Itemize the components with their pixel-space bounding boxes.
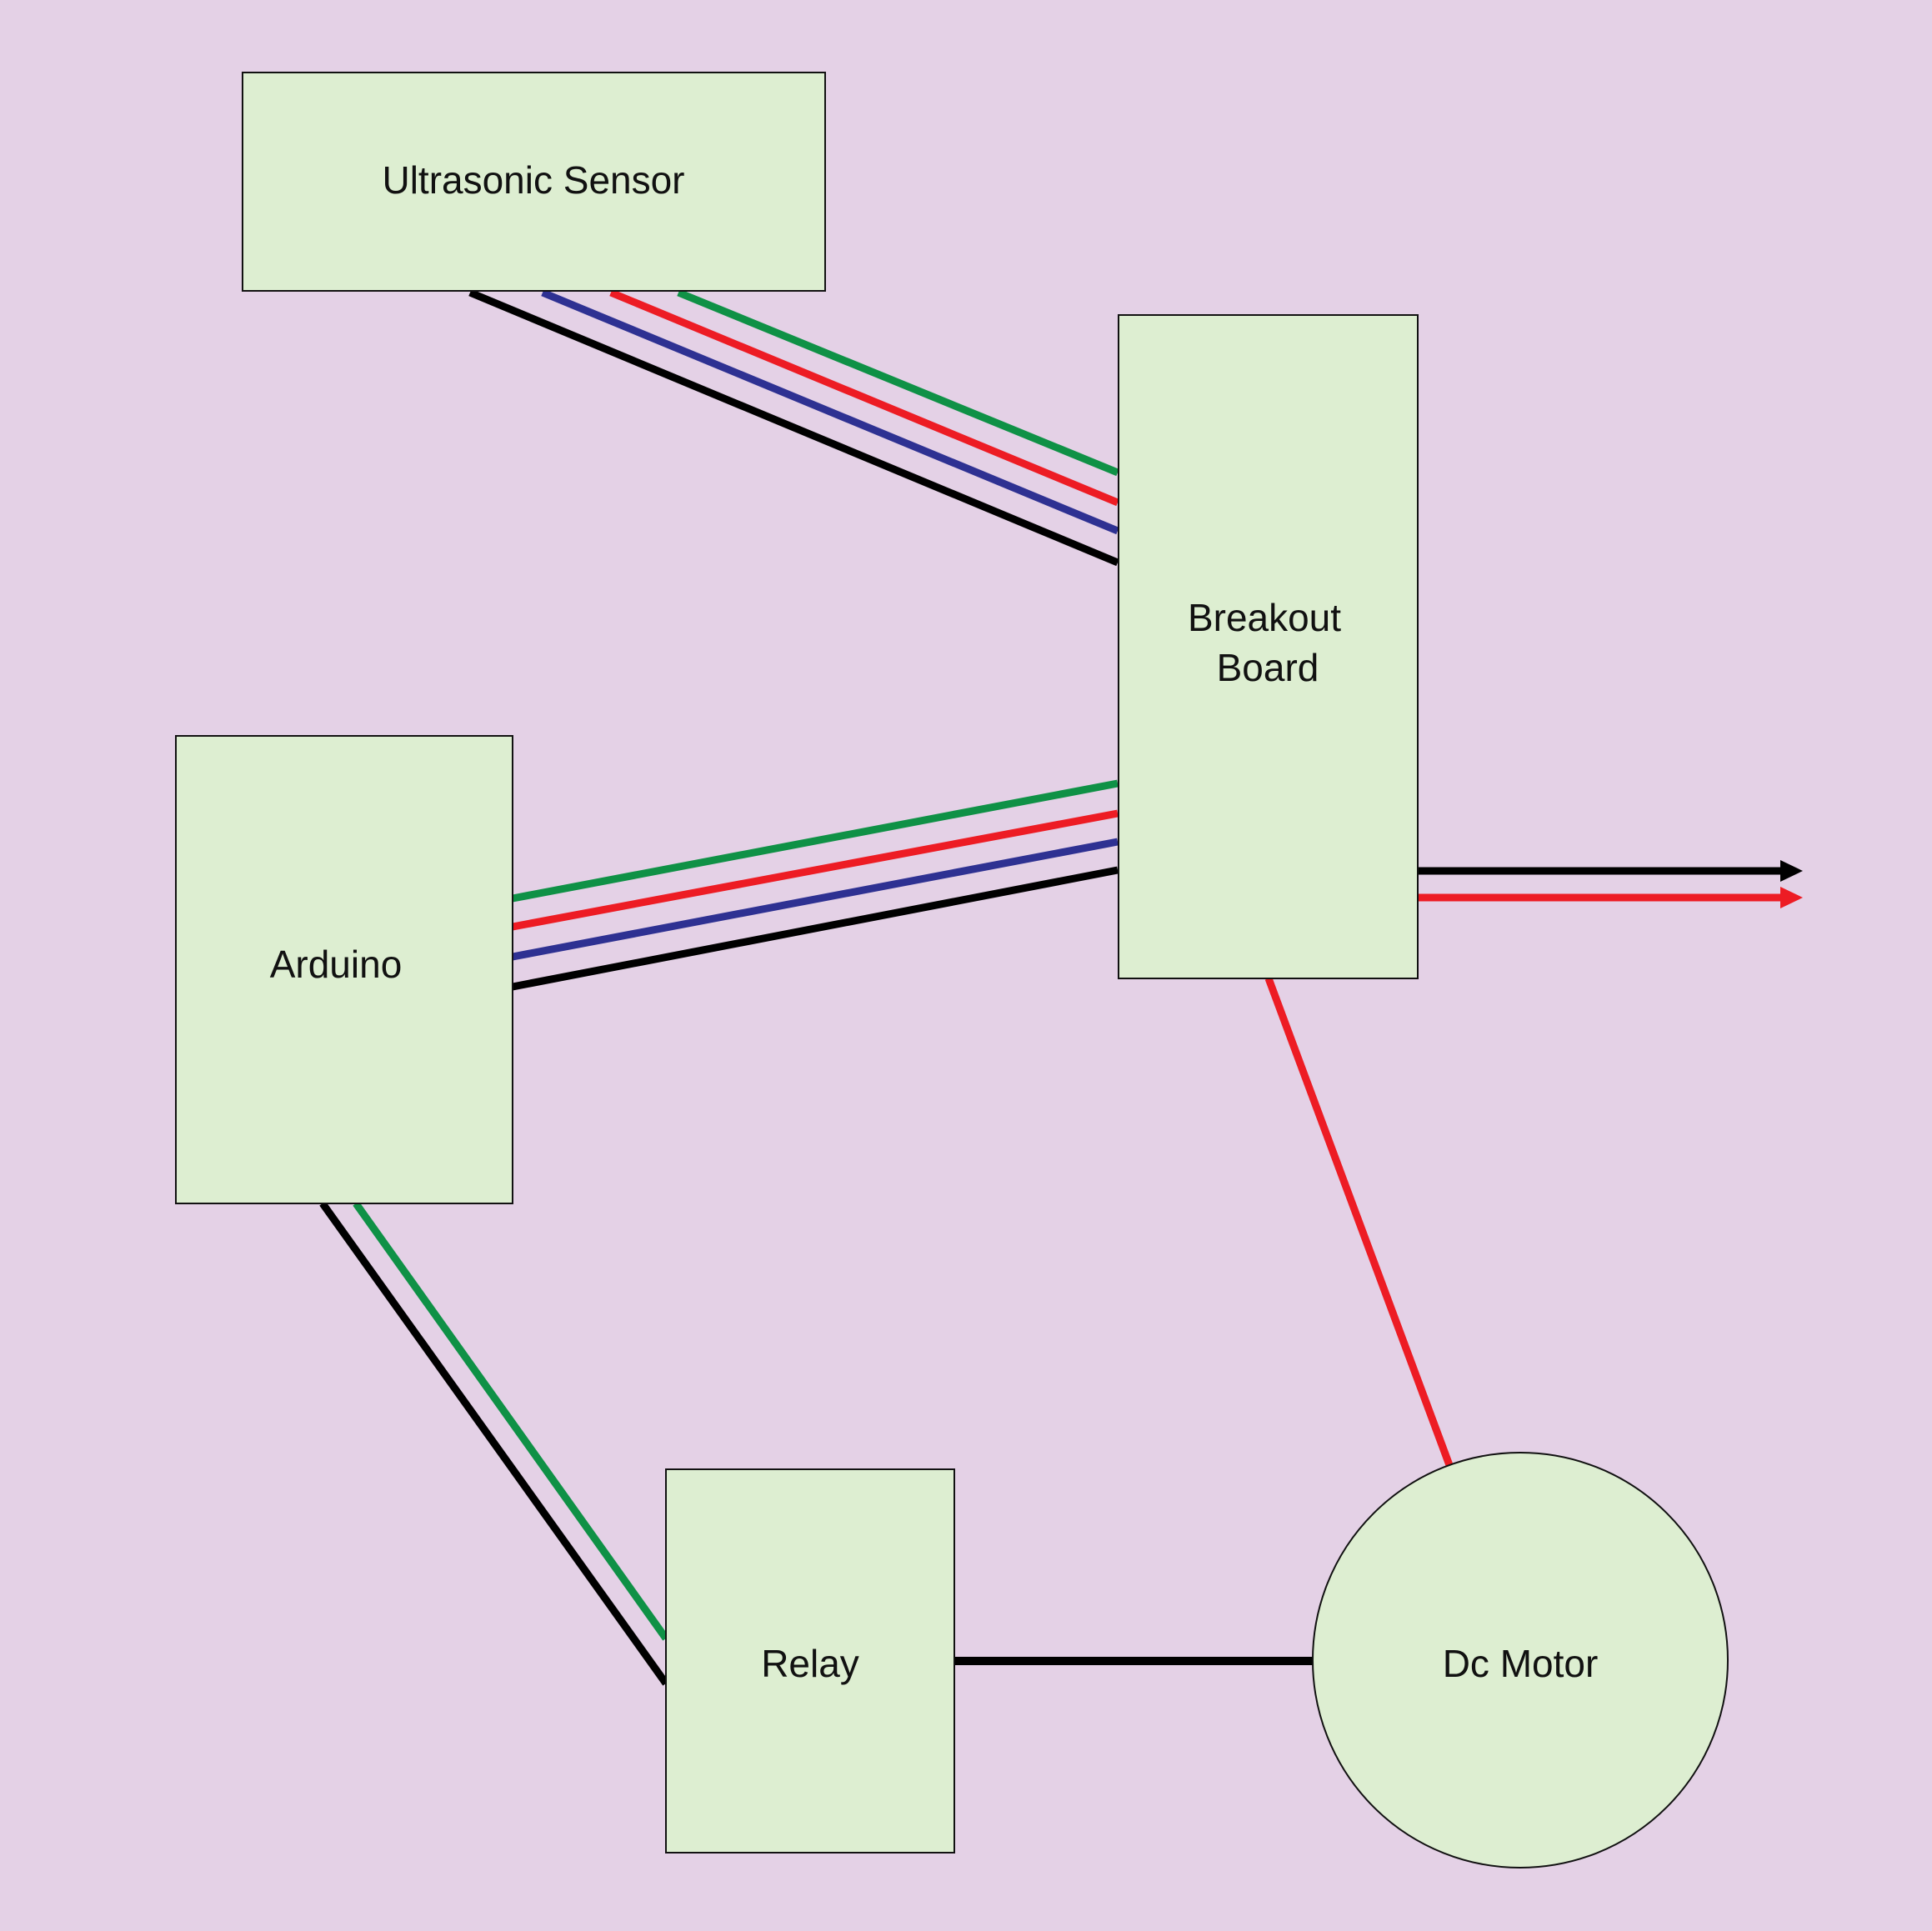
breakout-board-label-line1: Breakout bbox=[1188, 596, 1341, 639]
output-arrows bbox=[1418, 860, 1803, 908]
relay-box bbox=[665, 1468, 955, 1853]
dc-motor-circle bbox=[1312, 1452, 1729, 1868]
dc-motor-label: Dc Motor bbox=[1443, 1642, 1599, 1685]
wires-arduino-to-relay bbox=[319, 1201, 669, 1686]
ultrasonic-sensor-block: Ultrasonic Sensor bbox=[242, 72, 826, 292]
wire-green-arduino-breakout bbox=[512, 779, 1119, 903]
arduino-box bbox=[175, 735, 513, 1204]
breakout-board-box bbox=[1118, 314, 1419, 979]
wire-red-arduino-breakout bbox=[512, 809, 1119, 931]
relay-label: Relay bbox=[761, 1642, 859, 1685]
wires-arduino-to-breakout bbox=[512, 779, 1119, 991]
wire-black-ultrasonic-breakout bbox=[468, 288, 1119, 567]
arrow-red-head bbox=[1780, 887, 1803, 908]
wire-blue-ultrasonic-breakout bbox=[541, 288, 1119, 535]
ultrasonic-sensor-label: Ultrasonic Sensor bbox=[382, 158, 684, 202]
arrow-black-head bbox=[1780, 860, 1803, 882]
wire-black-arduino-breakout bbox=[512, 866, 1119, 991]
wire-green-arduino-relay bbox=[353, 1201, 669, 1641]
wires-ultrasonic-to-breakout bbox=[468, 288, 1119, 567]
breakout-board-block: Breakout Board bbox=[1118, 314, 1419, 979]
wire-green-ultrasonic-breakout bbox=[677, 288, 1119, 477]
wire-blue-arduino-breakout bbox=[512, 838, 1119, 961]
breakout-board-label-line2: Board bbox=[1217, 646, 1319, 689]
wire-black-arduino-relay bbox=[319, 1201, 669, 1686]
dc-motor-block: Dc Motor bbox=[1312, 1452, 1729, 1868]
wire-red-breakout-motor bbox=[1264, 977, 1454, 1467]
ultrasonic-sensor-box bbox=[242, 72, 826, 292]
arduino-label: Arduino bbox=[270, 943, 403, 986]
wire-red-ultrasonic-breakout bbox=[609, 288, 1119, 507]
arduino-block: Arduino bbox=[175, 735, 513, 1204]
relay-block: Relay bbox=[665, 1468, 955, 1853]
